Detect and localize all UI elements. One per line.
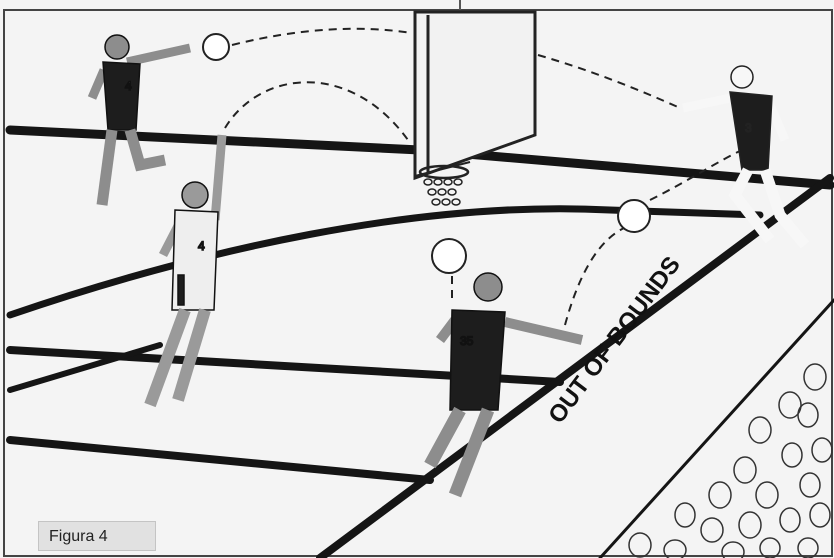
jersey-number: 4	[125, 79, 132, 93]
player-jersey	[450, 310, 505, 410]
player-head	[105, 35, 129, 59]
ball	[432, 239, 466, 273]
ball	[203, 34, 229, 60]
jersey-number: 3	[745, 121, 752, 135]
jersey-stripe	[178, 275, 184, 305]
ball	[618, 200, 650, 232]
jersey-number: 4	[198, 239, 205, 253]
jersey-number: 35	[460, 334, 474, 348]
player-head	[731, 66, 753, 88]
player-head	[474, 273, 502, 301]
player-head	[182, 182, 208, 208]
figure-caption: Figura 4	[38, 521, 156, 551]
player-jersey	[103, 62, 140, 130]
